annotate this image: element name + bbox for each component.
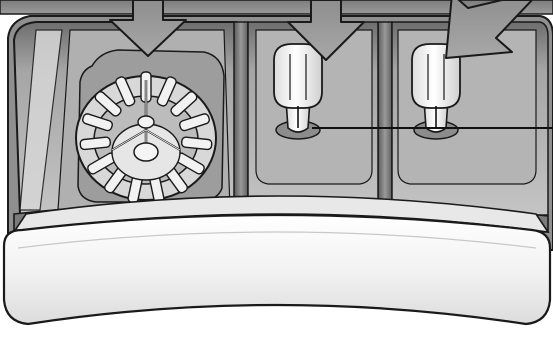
drawer-front	[4, 196, 550, 324]
